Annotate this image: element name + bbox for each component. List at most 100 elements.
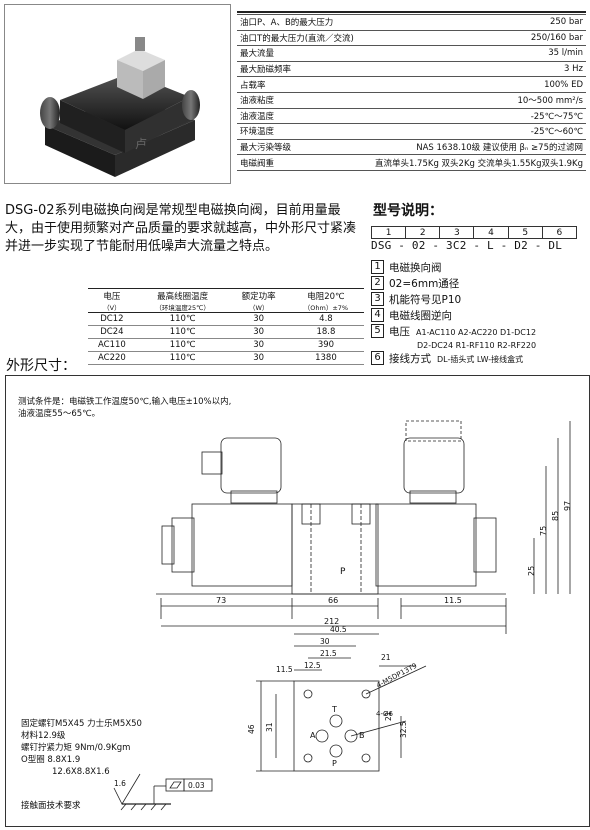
model-item-text: 机能符号见P10: [389, 294, 462, 306]
electric-cell: 18.8: [287, 325, 364, 339]
electric-header: 额定功率: [241, 292, 276, 302]
dim-66: 66: [328, 596, 338, 605]
spec-key: 油液温度: [237, 107, 372, 124]
model-position: 4: [473, 226, 509, 239]
dim-11-5b: 11.5: [276, 665, 293, 674]
electric-cell: 390: [287, 338, 364, 352]
electric-cell: 30: [229, 312, 288, 326]
spec-row: 电磁阀重直流单头1.75Kg 双头2Kg 交流单头1.55Kg双头1.9Kg: [237, 154, 586, 171]
model-position: 3: [439, 226, 475, 239]
model-position: 1: [370, 226, 407, 239]
note-oring-1: O型圈 8.8X1.9: [21, 755, 80, 765]
electric-header: 电阻20℃: [307, 292, 345, 302]
note-torque: 螺钉拧紧力矩 9Nm/0.9Kgm: [21, 742, 130, 753]
spec-key: 最大流量: [237, 45, 372, 62]
model-title: 型号说明：: [373, 203, 443, 219]
product-photo: 卢: [4, 4, 231, 184]
dim-75: 75: [539, 526, 548, 536]
note-material: 材料12.9级: [21, 730, 66, 741]
spec-value: 250/160 bar: [371, 29, 586, 46]
spec-row: 环境温度-25℃～60℃: [237, 123, 586, 140]
port-p: P: [332, 759, 337, 768]
model-item-text: 电磁换向阀: [389, 262, 442, 274]
test-note-1: 测试条件是：电磁铁工作温度50℃,输入电压±10%以内,: [18, 396, 231, 407]
dim-40-5: 40.5: [330, 625, 347, 634]
model-item-number: 5: [371, 324, 384, 338]
dim-32-5: 32.5: [399, 721, 408, 738]
electric-cell: 110℃: [135, 351, 230, 365]
dim-46: 46: [247, 724, 256, 734]
electric-cell: 30: [229, 325, 288, 339]
electric-subheader: （Ohm）±7%: [287, 302, 364, 313]
model-item-number: 4: [371, 308, 384, 322]
dim-212: 212: [324, 617, 339, 626]
model-item-detail-2: D2-DC24 R1-RF110 R2-RF220: [417, 341, 537, 350]
model-position: 6: [541, 226, 578, 239]
electric-subheader: （V）: [88, 302, 136, 313]
electric-cell: 110℃: [135, 312, 230, 326]
spec-key: 油口T的最大压力(直流／交流): [237, 29, 372, 46]
spec-value: NAS 1638.10级 建议使用 βₙ ≥75的过滤网: [371, 138, 586, 155]
spec-key: 最大污染等级: [237, 138, 372, 155]
surface-requirement: 接触面技术要求: [21, 800, 81, 811]
port-a: A: [310, 731, 316, 740]
port-p-side: P: [340, 567, 346, 577]
dim-21: 21: [381, 653, 391, 662]
svg-text:卢: 卢: [135, 136, 147, 151]
spec-value: -25℃～60℃: [371, 123, 586, 140]
label-hole: 4-Ø6: [376, 710, 393, 718]
electric-subheader: （W）: [229, 302, 288, 313]
test-note-2: 油液温度55～65℃。: [18, 408, 100, 419]
electric-cell: DC24: [88, 325, 136, 339]
model-position: 2: [405, 226, 441, 239]
spec-row: 油口T的最大压力(直流／交流)250/160 bar: [237, 29, 586, 46]
model-item-number: 2: [371, 276, 384, 290]
spec-key: 占载率: [237, 76, 372, 93]
dim-11-5: 11.5: [444, 596, 462, 605]
surface-symbols: 1.6 0.03: [113, 773, 213, 811]
model-position: 5: [507, 226, 543, 239]
model-item-text: 接线方式: [389, 353, 431, 365]
spec-value: 250 bar: [371, 14, 586, 31]
model-item-number: 3: [371, 292, 384, 306]
electric-header: 电压: [103, 292, 121, 302]
spec-value: 10～500 mm²/s: [371, 91, 586, 109]
note-screw: 固定螺钉M5X45 力士乐M5X50: [21, 718, 142, 729]
electric-cell: DC12: [88, 312, 136, 326]
electric-cell: 30: [229, 351, 288, 365]
model-item-number: 6: [371, 351, 384, 365]
spec-value: -25℃～75℃: [371, 107, 586, 124]
port-b: B: [359, 731, 365, 740]
electric-subheader: （环境温度25℃）: [135, 302, 230, 313]
description-text: DSG-02系列电磁换向阀是常规型电磁换向阀，目前用量最大，由于使用频繁对产品质…: [5, 203, 357, 254]
electric-table: 电压最高线圈温度额定功率电阻20℃ （V）（环境温度25℃）（W）（Ohm）±7…: [88, 290, 364, 365]
electric-cell: 110℃: [135, 338, 230, 352]
spec-value: 3 Hz: [371, 60, 586, 77]
dim-25: 25: [527, 566, 536, 576]
dim-85: 85: [551, 511, 560, 521]
outline-drawing: 测试条件是：电磁铁工作温度50℃,输入电压±10%以内, 油液温度55～65℃。: [5, 375, 590, 827]
dim-73: 73: [216, 596, 226, 605]
model-item-text: 02=6mm通径: [389, 278, 460, 290]
electric-table-top-rule: [88, 288, 364, 289]
spec-value: 100% ED: [371, 76, 586, 93]
dim-30: 30: [320, 637, 330, 646]
spec-table-top-rule: [237, 11, 586, 13]
electric-cell: AC110: [88, 338, 136, 352]
note-oring-2: 12.6X8.8X1.6: [52, 767, 110, 777]
model-code: DSG - 02 - 3C2 - L - D2 - DL: [371, 239, 563, 252]
spec-key: 环境温度: [237, 123, 372, 140]
